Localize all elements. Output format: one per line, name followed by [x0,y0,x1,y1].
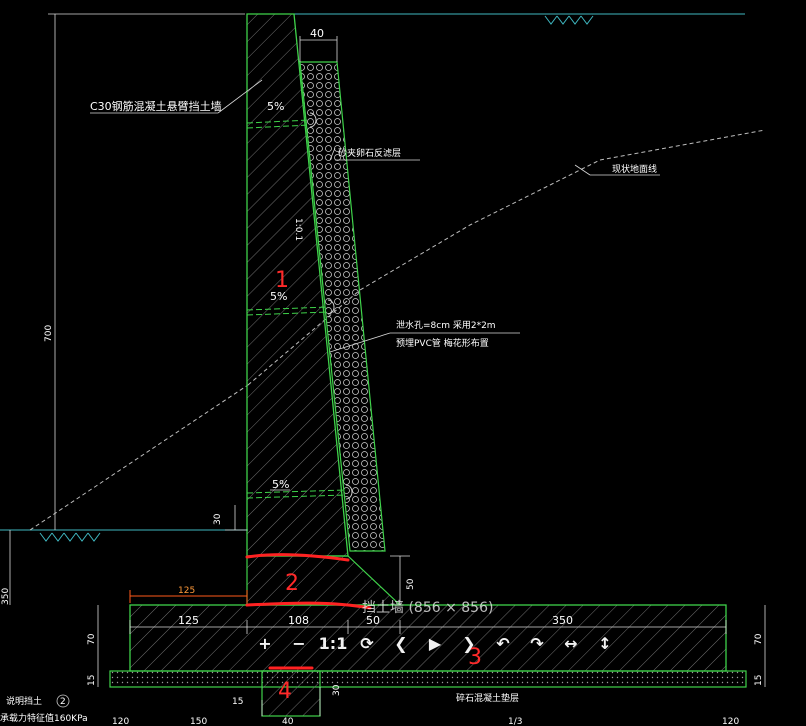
rotate-left-icon[interactable]: ↶ [496,633,510,653]
play-icon[interactable]: ▶ [428,633,442,653]
drain-label-2: 预埋PVC管 梅花形布置 [396,337,489,349]
dim-30-key: 30 [332,684,342,696]
dim-height: 700 [44,325,54,342]
flip-vertical-icon[interactable]: ↕ [598,633,612,653]
flip-horizontal-icon[interactable]: ↔ [564,633,578,653]
zoom-in-button[interactable]: + [258,633,272,653]
viewer-image-title: 挡土墙 (856 × 856) [362,600,494,616]
dim-350-base: 350 [552,614,573,627]
slope-label: 1:0.1 [293,218,303,241]
marker-1: 1 [275,268,289,293]
drain-slope-2: 5% [270,290,287,303]
cushion-layer [109,670,747,688]
soil-symbol-top [544,15,594,25]
marker-3: 3 [468,645,482,670]
actual-size-button[interactable]: 1:1 [318,633,348,653]
dim-15-left: 15 [87,675,97,686]
bottom-circle-number: 2 [60,697,66,707]
bottom-left-1: 说明挡土 [6,695,42,707]
filter-layer-label: 砂夹卵石反滤层 [338,147,401,159]
marker-4: 4 [278,679,292,704]
red-annotation-lines [245,553,372,670]
dim-15-key: 15 [232,697,243,707]
dim-50-right: 50 [406,578,416,590]
viewer-toolbar: + − 1:1 ⟳ ❮ ▶ ❯ ↶ ↷ ↔ ↕ [248,628,622,658]
bottom-left-2: 承载力特征值160KPa [0,712,88,724]
dim-125-base: 125 [178,614,199,627]
dim-50-base: 50 [366,614,380,627]
refresh-icon[interactable]: ⟳ [360,633,374,653]
drain-pipes [246,112,353,500]
bottom-dim-d: 1/3 [508,717,522,726]
drain-slope-1: 5% [267,100,284,113]
marker-2: 2 [285,571,299,596]
zoom-out-button[interactable]: − [292,633,306,653]
dim-70-right: 70 [754,633,764,645]
dim-70-left: 70 [87,633,97,645]
drain-slope-3: 5% [272,478,289,491]
rotate-right-icon[interactable]: ↷ [530,633,544,653]
bottom-dim-e: 120 [722,717,739,726]
drain-label-1: 泄水孔=8cm 采用2*2m [396,319,496,331]
existing-ground-dashed-line [29,129,766,531]
dim-15-right: 15 [754,675,764,686]
dim-350-left: 350 [1,588,11,605]
bottom-dim-a: 120 [112,717,129,726]
dim-108: 108 [288,614,309,627]
dim-top-width: 40 [310,27,324,40]
filter-layer [299,61,386,552]
bottom-dim-b: 150 [190,717,207,726]
bottom-circle [56,694,70,708]
ground-line-label: 现状地面线 [612,163,657,175]
bottom-dim-c: 40 [282,717,294,726]
prev-icon[interactable]: ❮ [394,633,408,653]
next-icon[interactable]: ❯ [462,633,476,653]
dimension-lines [9,13,766,716]
red-dimension-125 [129,590,248,603]
bottom-label: 碎石混凝土垫层 [456,692,519,704]
soil-symbol-left [39,532,101,542]
wall-label: C30钢筋混凝土悬臂挡土墙 [90,99,222,113]
dim-125-red: 125 [178,586,195,596]
dim-30-left: 30 [213,513,223,525]
